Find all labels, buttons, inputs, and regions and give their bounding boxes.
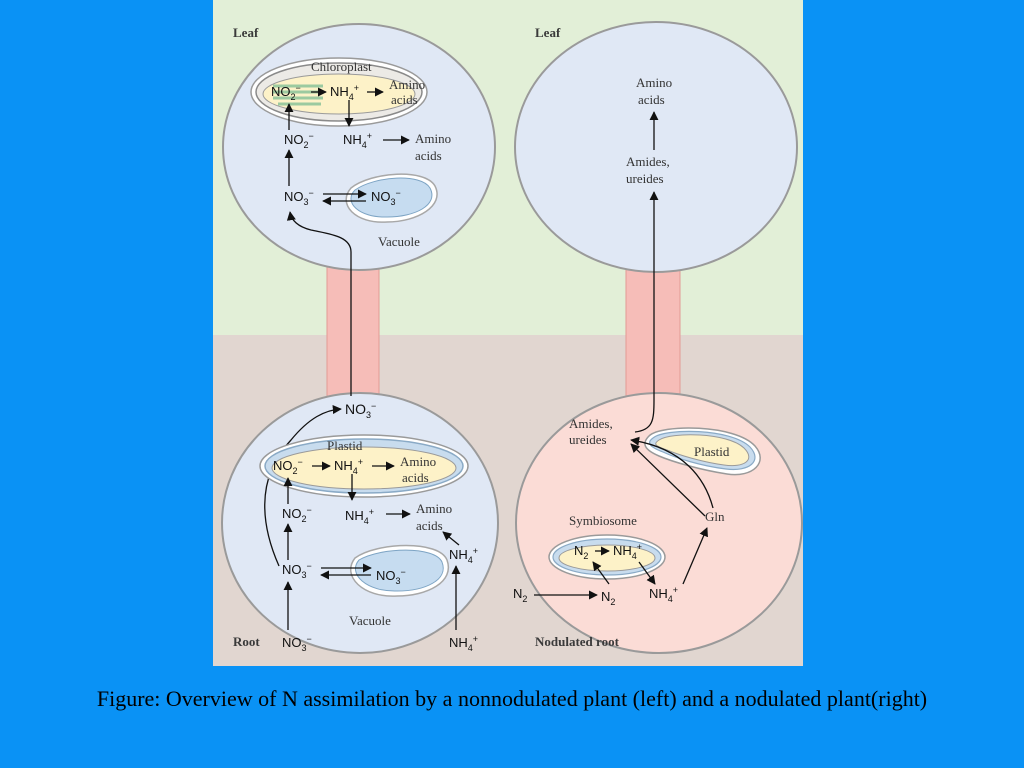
root-label: Root [233, 634, 260, 649]
right-leaf-ureides: ureides [626, 171, 664, 186]
root-vacuole-label: Vacuole [349, 613, 391, 628]
leaf-ammonium: NH4+ [343, 131, 372, 150]
xylem-nitrate: NO3− [345, 401, 376, 420]
root-ammonium-in: NH4+ [449, 546, 478, 565]
root-nitrate: NO3− [282, 561, 312, 580]
nodule-plastid [644, 427, 761, 476]
root-ammonium: NH4+ [345, 507, 374, 526]
plastid-nitrite: NO2− [273, 457, 303, 476]
symbiosome [548, 534, 666, 580]
leaf-amino: Amino [415, 131, 451, 146]
soil-ammonium: NH4+ [449, 634, 478, 653]
chloroplast-label: Chloroplast [311, 59, 372, 74]
chloroplast-nitrite: NO2− [271, 83, 301, 102]
root-nitrite: NO2− [282, 505, 312, 524]
chloroplast [250, 57, 428, 127]
plastid-amino: Amino [400, 454, 436, 469]
xylem-amides-transport [634, 191, 659, 433]
stem-right [625, 261, 681, 398]
nodule-ammonium: NH4+ [649, 585, 678, 604]
leaf-vacuole [345, 173, 438, 223]
gln-to-amides-via-plastid [630, 436, 714, 509]
leaf-vacuole-label: Vacuole [378, 234, 420, 249]
leaf-label-left: Leaf [233, 25, 259, 40]
figure-caption: Figure: Overview of N assimilation by a … [96, 686, 928, 711]
chloroplast-amino: Amino [389, 77, 425, 92]
root-plastid [259, 434, 469, 498]
leaf-acids: acids [415, 148, 442, 163]
root-plastid-label: Plastid [327, 438, 363, 453]
leaf-nitrate: NO3− [284, 188, 314, 207]
symbiosome-label: Symbiosome [569, 513, 637, 528]
root-vacuole [349, 544, 450, 597]
soil-n2: N2 [513, 586, 527, 604]
gln-to-amides [630, 443, 706, 517]
root-amino: Amino [416, 501, 452, 516]
vacuole-nitrate-leaf: NO3− [371, 188, 401, 207]
xylem-nitrate-transport [286, 211, 352, 396]
leaf-nitrite: NO2− [284, 131, 314, 150]
nodule-n2: N2 [601, 589, 615, 607]
plastid-acids: acids [402, 470, 429, 485]
symbiosome-ammonium: NH4+ [613, 542, 642, 561]
nodule-plastid-label: Plastid [694, 444, 730, 459]
right-leaf-acids: acids [638, 92, 665, 107]
root-acids: acids [416, 518, 443, 533]
chloroplast-ammonium: NH4+ [330, 83, 359, 102]
right-leaf-amino: Amino [636, 75, 672, 90]
chloroplast-acids: acids [391, 92, 418, 107]
nodule-amides: Amides, [569, 416, 613, 431]
symbiosome-n2: N2 [574, 543, 588, 561]
leaf-label-right: Leaf [535, 25, 561, 40]
nitrogen-assimilation-diagram: Leaf Leaf Root Nodulated root Chloroplas… [213, 0, 803, 666]
gln-label: Gln [705, 509, 725, 524]
nodule-ureides: ureides [569, 432, 607, 447]
plastid-ammonium: NH4+ [334, 457, 363, 476]
stem-left [326, 261, 380, 398]
vacuole-nitrate-root: NO3− [376, 567, 406, 586]
soil-nitrate: NO3− [282, 634, 312, 653]
right-leaf-amides: Amides, [626, 154, 670, 169]
leaf-cell-right [514, 21, 798, 273]
nodulated-root-label: Nodulated root [535, 634, 620, 649]
